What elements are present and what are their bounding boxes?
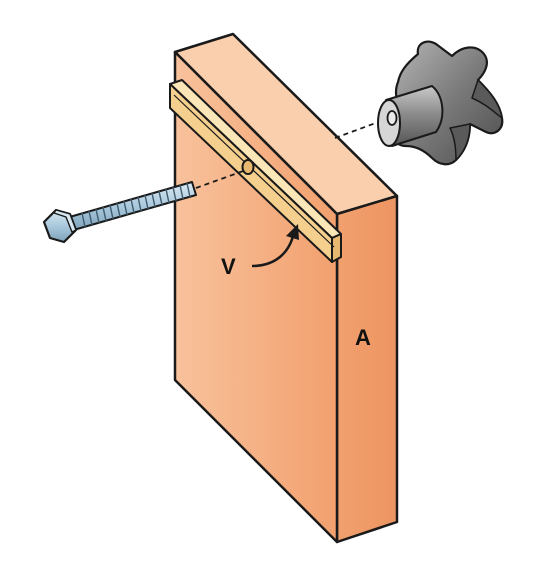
bolt-hole (241, 159, 255, 175)
label-board: A (355, 325, 371, 350)
bolt-head-face (53, 209, 77, 233)
knob-lobe-shade-2 (449, 123, 471, 161)
knob-lobe-shade (471, 79, 503, 119)
label-groove: V (221, 254, 236, 279)
board-edge-face (335, 194, 399, 544)
bolt-threads (81, 182, 191, 228)
board-front-face (173, 50, 339, 544)
axis-line-knob (334, 116, 393, 139)
knob-insert (386, 110, 398, 126)
callout-arrowhead (286, 224, 299, 240)
hex-bolt-icon (42, 181, 197, 244)
groove-line (173, 94, 335, 248)
groove-strip (169, 79, 342, 263)
board (173, 32, 399, 544)
strip-end (331, 233, 342, 263)
star-knob-icon (377, 40, 504, 166)
